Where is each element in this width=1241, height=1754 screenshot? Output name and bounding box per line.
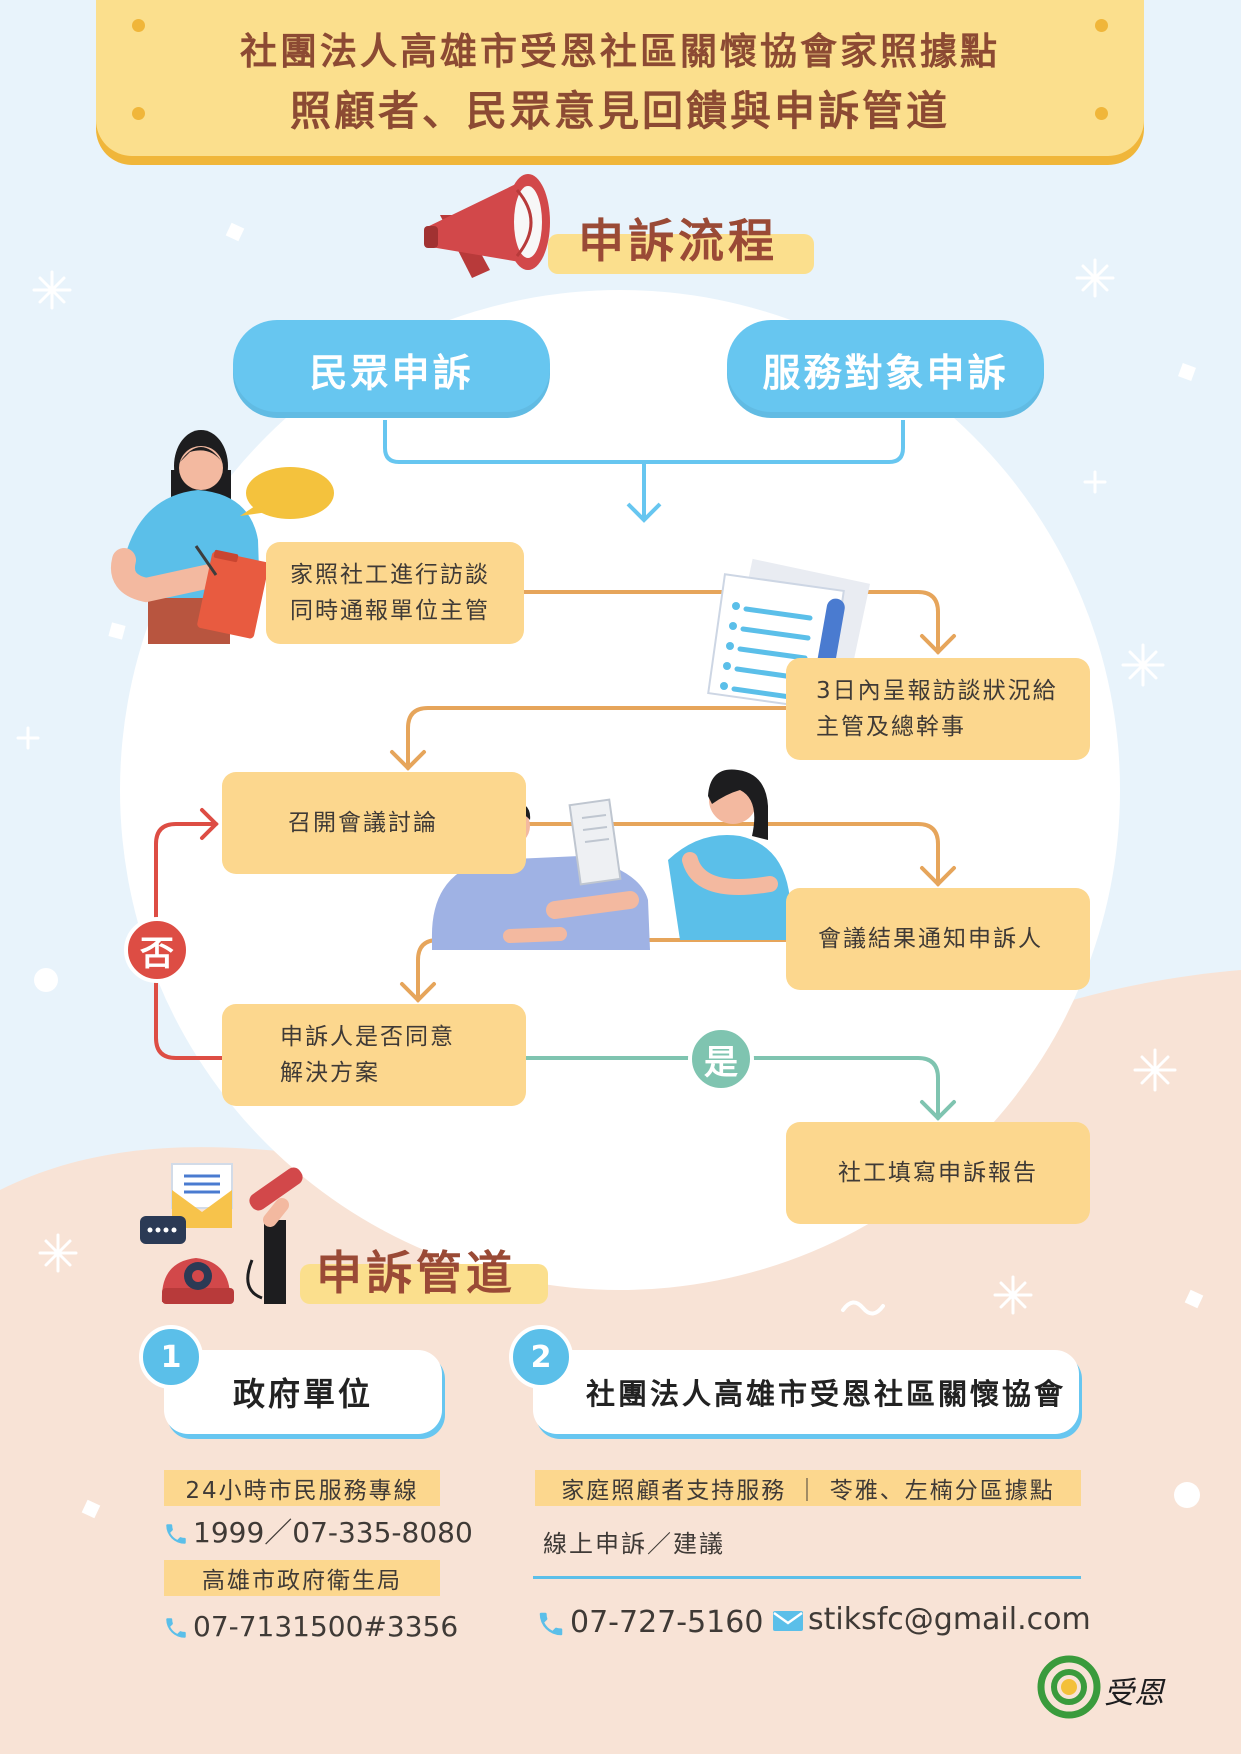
- hotline-phone[interactable]: 1999／07-335-8080: [193, 1516, 473, 1549]
- step-report: 3日內呈報訪談狀況給 主管及總幹事: [786, 658, 1090, 760]
- phone-icon: [166, 1618, 186, 1638]
- service-label: 家庭照顧者支持服務 ｜ 苓雅、左楠分區據點: [535, 1470, 1081, 1506]
- assoc-channel-card: 社團法人高雄市受恩社區關懷協會: [533, 1350, 1079, 1434]
- health-phone[interactable]: 07-7131500#3356: [193, 1610, 459, 1643]
- step-report-line: 主管及總幹事: [816, 714, 966, 740]
- step-agree-line: 解決方案: [280, 1060, 380, 1086]
- woman-with-clipboard-illustration: [111, 430, 334, 644]
- step-notify-label: 會議結果通知申訴人: [818, 926, 1043, 952]
- step-interview-line: 同時通報單位主管: [290, 598, 490, 624]
- assoc-channel-title: 社團法人高雄市受恩社區關懷協會: [585, 1377, 1066, 1411]
- health-phone-row: 07-7131500#3356: [163, 1610, 458, 1643]
- step-agree: 申訴人是否同意 解決方案: [222, 1004, 526, 1106]
- assoc-email[interactable]: stiksfc@gmail.com: [808, 1602, 1091, 1637]
- step-agree-line: 申訴人是否同意: [280, 1024, 455, 1050]
- hotline-phone-row: 1999／07-335-8080: [163, 1511, 473, 1551]
- megaphone-icon: [424, 174, 550, 278]
- email-icon: [773, 1610, 803, 1631]
- process-heading-bar: [548, 234, 814, 274]
- phone-icon: [539, 1612, 563, 1635]
- step-meeting-label: 召開會議討論: [288, 810, 438, 836]
- logo-icon: [1037, 1655, 1101, 1719]
- title-line-2: 照顧者、民眾意見回饋與申訴管道: [290, 87, 950, 135]
- step-meeting: 召開會議討論: [222, 772, 526, 874]
- public-complaint-pill: 民眾申訴: [233, 320, 550, 418]
- channels-heading: 申訴管道: [316, 1246, 516, 1300]
- client-complaint-pill: 服務對象申訴: [727, 320, 1044, 418]
- title-line-1: 社團法人高雄市受恩社區關懷協會家照據點: [240, 30, 1000, 73]
- no-badge: 否: [124, 917, 190, 983]
- assoc-email-row: stiksfc@gmail.com: [772, 1602, 1091, 1637]
- assoc-phone[interactable]: 07-727-5160: [570, 1605, 764, 1640]
- hotline-label: 24小時市民服務專線: [164, 1470, 440, 1506]
- gov-channel-title: 政府單位: [232, 1375, 373, 1413]
- step-final-label: 社工填寫申訴報告: [838, 1160, 1038, 1186]
- health-bureau-label: 高雄市政府衛生局: [164, 1560, 440, 1596]
- step-report-line: 3日內呈報訪談狀況給: [816, 678, 1058, 704]
- channel-number-1: 1: [139, 1325, 203, 1389]
- divider: [533, 1576, 1081, 1579]
- yes-badge: 是: [688, 1026, 754, 1092]
- assoc-phone-row: 07-727-5160: [536, 1605, 763, 1640]
- title-banner: 社團法人高雄市受恩社區關懷協會家照據點 照顧者、民眾意見回饋與申訴管道: [96, 0, 1144, 156]
- step-interview-line: 家照社工進行訪談: [290, 562, 490, 588]
- process-heading: 申訴流程: [578, 214, 778, 268]
- online-label: 線上申訴／建議: [543, 1530, 725, 1558]
- banner-dot: [132, 107, 145, 120]
- step-notify: 會議結果通知申訴人: [786, 888, 1090, 990]
- channels-heading-bar: [300, 1264, 548, 1304]
- sparkle-icons: [16, 258, 1177, 1315]
- phone-icon: [166, 1524, 186, 1544]
- logo-text: 受恩: [1104, 1676, 1164, 1711]
- channel-number-2: 2: [509, 1325, 573, 1389]
- banner-dot: [132, 19, 145, 32]
- meeting-people-illustration: [431, 769, 792, 950]
- step-interview: 家照社工進行訪談 同時通報單位主管: [266, 542, 524, 644]
- mail-and-phone-illustration: [140, 1163, 303, 1304]
- gov-channel-card: 政府單位: [164, 1350, 442, 1434]
- banner-dot: [1095, 19, 1108, 32]
- step-final: 社工填寫申訴報告: [786, 1122, 1090, 1224]
- banner-dot: [1095, 107, 1108, 120]
